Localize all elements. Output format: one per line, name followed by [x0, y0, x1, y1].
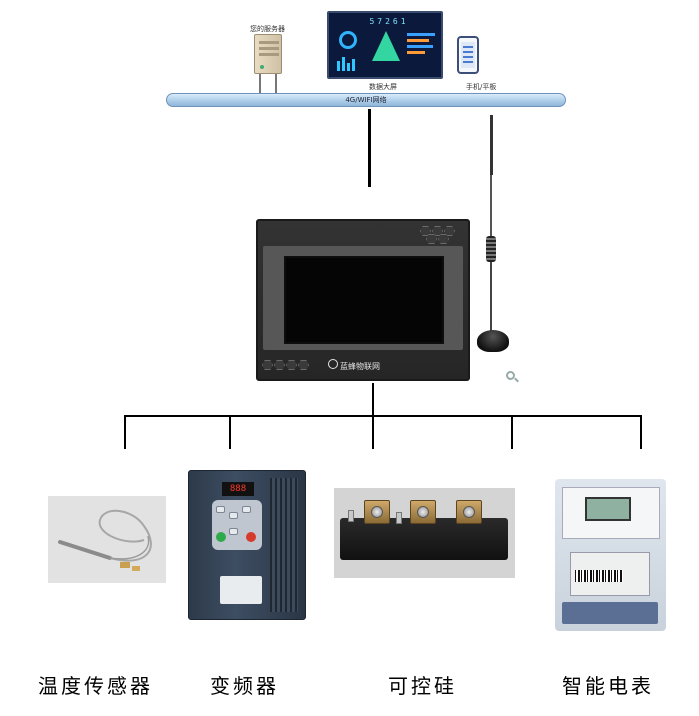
- vfd-key: [229, 528, 238, 535]
- hex-decoration: [298, 360, 309, 370]
- antenna-wire: [490, 175, 492, 237]
- bigscreen-label: 数据大屏: [369, 83, 397, 91]
- vfd-key: [242, 506, 251, 513]
- vfd-run-key: [216, 532, 226, 542]
- mobile-label: 手机/平板: [466, 83, 497, 91]
- device-label-smart-meter: 智能电表: [562, 674, 654, 698]
- device-label-vfd: 变频器: [210, 674, 279, 698]
- hex-decoration: [420, 226, 431, 236]
- magnifier-handle: [514, 377, 519, 383]
- antenna-base: [477, 330, 509, 352]
- vfd-key: [229, 512, 238, 519]
- mobile-icon: [457, 36, 479, 74]
- vfd-heatsink: [270, 478, 298, 612]
- branch-line: [372, 415, 374, 449]
- vfd-warning-label: [220, 576, 262, 604]
- data-bigscreen-icon: 57261: [327, 11, 443, 79]
- scr-body: [340, 518, 508, 560]
- meter-terminal-block: [562, 602, 658, 624]
- hex-decoration: [286, 360, 297, 370]
- brand-logo-icon: [328, 359, 338, 369]
- vfd-stop-key: [246, 532, 256, 542]
- vfd-key: [216, 506, 225, 513]
- device-label-temperature-sensor: 温度传感器: [38, 674, 153, 698]
- server-label: 您的服务器: [250, 25, 285, 33]
- bus-connector-line: [368, 109, 371, 187]
- hex-decoration: [432, 226, 443, 236]
- device-label-scr: 可控硅: [388, 674, 457, 698]
- scr-gate-tab: [396, 512, 402, 524]
- scr-bolt: [371, 506, 383, 518]
- gateway-screen: [284, 256, 444, 344]
- scr-terminal: [364, 500, 390, 524]
- scr-gate-tab: [348, 510, 354, 522]
- antenna-mast: [490, 262, 492, 332]
- hex-decoration: [438, 234, 449, 244]
- hex-decoration: [444, 226, 455, 236]
- server-connector: [259, 74, 277, 94]
- network-bus-label: 4G/WIFI网络: [345, 96, 387, 104]
- meter-lcd: [585, 497, 631, 521]
- server-icon: [254, 34, 282, 74]
- hex-decoration: [274, 360, 285, 370]
- branch-line: [640, 415, 642, 449]
- vfd-display: 888: [222, 482, 254, 496]
- gateway-down-line: [372, 383, 374, 416]
- bus-horizontal-line: [124, 415, 642, 417]
- meter-barcode: [575, 570, 623, 582]
- branch-line: [229, 415, 231, 449]
- scr-bolt: [417, 506, 429, 518]
- hex-decoration: [426, 234, 437, 244]
- branch-line: [511, 415, 513, 449]
- antenna-coil: [486, 236, 496, 262]
- network-bus: [166, 93, 566, 107]
- bigscreen-number: 57261: [369, 17, 409, 26]
- temperature-sensor-image: [48, 496, 166, 583]
- scr-bolt: [463, 506, 475, 518]
- branch-line: [124, 415, 126, 449]
- antenna-rod: [490, 115, 493, 175]
- gateway-brand: 蓝蜂物联网: [340, 362, 380, 371]
- hex-decoration: [262, 360, 273, 370]
- magnifier-icon: [506, 371, 515, 380]
